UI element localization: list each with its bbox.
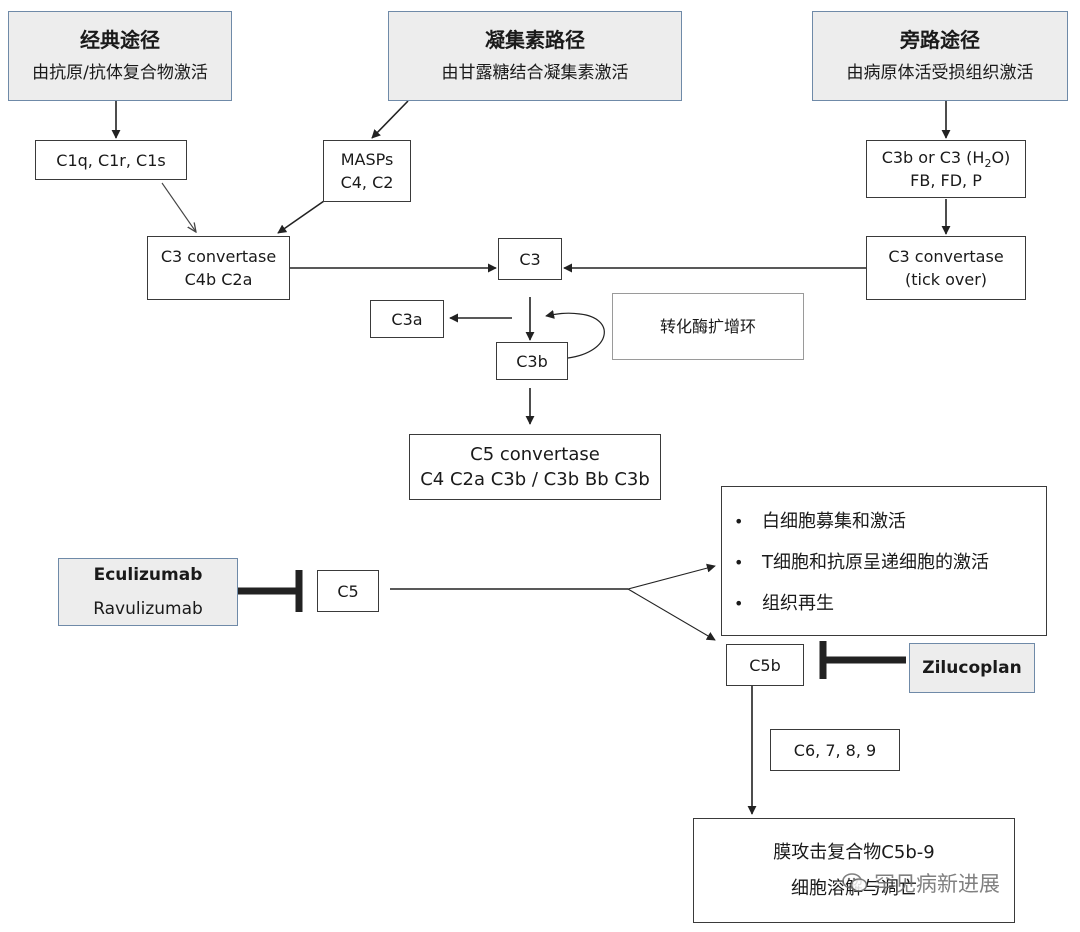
c5b-label: C5b — [749, 655, 781, 675]
effect-label: 组织再生 — [762, 593, 834, 614]
eculizumab-label: Eculizumab — [93, 565, 203, 585]
alternative-pathway-subtitle: 由病原体活受损组织激活 — [846, 63, 1034, 83]
masps-c4-c2-label: C4, C2 — [340, 173, 394, 192]
masps-box: MASPs C4, C2 — [323, 140, 411, 202]
alternative-pathway-box: 旁路途径 由病原体活受损组织激活 — [812, 11, 1068, 101]
amplification-loop-box: 转化酶扩增环 — [612, 293, 804, 360]
effect-label: T细胞和抗原呈递细胞的激活 — [762, 552, 989, 573]
lectin-pathway-box: 凝集素路径 由甘露糖结合凝集素激活 — [388, 11, 682, 101]
c3b-box: C3b — [496, 342, 568, 380]
c5-box: C5 — [317, 570, 379, 612]
c1-complex-label: C1q, C1r, C1s — [56, 150, 166, 170]
c3-convertase-alt-label: C3 convertase — [888, 247, 1004, 266]
c3b-alt-box: C3b or C3 (H2O) FB, FD, P — [866, 140, 1026, 198]
watermark-text: 罕见病新进展 — [874, 872, 1000, 896]
c5-inhibitor-drugs-box: Eculizumab Ravulizumab — [58, 558, 238, 626]
c4b-c2a-label: C4b C2a — [184, 270, 253, 289]
classical-pathway-subtitle: 由抗原/抗体复合物激活 — [32, 63, 208, 83]
c3a-box: C3a — [370, 300, 444, 338]
c5-convertase-label: C5 convertase — [470, 444, 600, 465]
effect-label: 白细胞募集和激活 — [762, 511, 906, 532]
zilucoplan-box: Zilucoplan — [909, 643, 1035, 693]
c3b-or-c3-h2o-label: C3b or C3 (H2O) — [881, 148, 1011, 171]
masps-label: MASPs — [340, 150, 394, 169]
bullet-icon: • — [734, 594, 744, 613]
c3-convertase-classical-box: C3 convertase C4b C2a — [147, 236, 290, 300]
c6789-label: C6, 7, 8, 9 — [793, 740, 877, 760]
alternative-pathway-title: 旁路途径 — [900, 28, 980, 52]
effect-item-leukocyte: • 白细胞募集和激活 — [730, 501, 906, 542]
c5-convertase-box: C5 convertase C4 C2a C3b / C3b Bb C3b — [409, 434, 661, 500]
effect-item-regeneration: • 组织再生 — [730, 583, 834, 624]
lectin-pathway-title: 凝集素路径 — [485, 28, 585, 52]
arrow-to-effects — [627, 563, 716, 590]
c3b-label: C3b — [516, 351, 548, 371]
effect-item-tcell: • T细胞和抗原呈递细胞的激活 — [730, 542, 989, 583]
classical-pathway-title: 经典途径 — [80, 28, 160, 52]
zilucoplan-label: Zilucoplan — [922, 658, 1022, 678]
bullet-icon: • — [734, 512, 744, 531]
classical-pathway-box: 经典途径 由抗原/抗体复合物激活 — [8, 11, 232, 101]
bullet-icon: • — [734, 553, 744, 572]
wechat-icon — [842, 873, 868, 892]
lectin-pathway-subtitle: 由甘露糖结合凝集素激活 — [441, 63, 629, 83]
fb-fd-p-label: FB, FD, P — [910, 171, 982, 190]
arrow-masps-to-c3conv — [277, 200, 325, 234]
c6789-box: C6, 7, 8, 9 — [770, 729, 900, 771]
c3-label: C3 — [519, 249, 541, 269]
c3a-label: C3a — [391, 309, 423, 329]
c5b-box: C5b — [726, 644, 804, 686]
c3-box: C3 — [498, 238, 562, 280]
c5-convertase-components-label: C4 C2a C3b / C3b Bb C3b — [420, 469, 650, 490]
watermark: 罕见病新进展 — [842, 868, 1000, 898]
mac-label: 膜攻击复合物C5b-9 — [773, 841, 935, 863]
ravulizumab-label: Ravulizumab — [93, 599, 203, 619]
amplification-loop-curve — [545, 309, 605, 359]
tick-over-label: (tick over) — [904, 270, 988, 289]
arrow-c1-to-c3conv — [161, 182, 196, 232]
c3-convertase-alt-box: C3 convertase (tick over) — [866, 236, 1026, 300]
effects-box: • 白细胞募集和激活 • T细胞和抗原呈递细胞的激活 • 组织再生 — [721, 486, 1047, 636]
c3-convertase-classical-label: C3 convertase — [160, 247, 277, 266]
arrow-to-c5b — [627, 588, 716, 641]
arrow-lectin-to-masps — [371, 100, 409, 139]
c5-label: C5 — [337, 581, 359, 601]
amplification-loop-label: 转化酶扩增环 — [659, 317, 756, 336]
c1-complex-box: C1q, C1r, C1s — [35, 140, 187, 180]
